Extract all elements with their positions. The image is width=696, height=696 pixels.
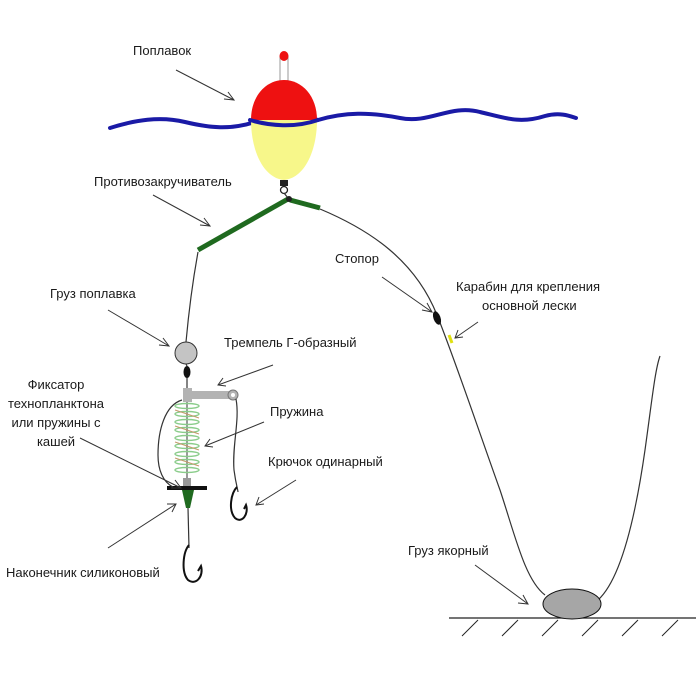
spring-coil xyxy=(174,458,200,466)
anchor-return-line xyxy=(597,355,661,601)
spring-coil xyxy=(174,402,200,410)
spring-coil-accent xyxy=(174,409,200,419)
line-to-float-weight xyxy=(185,251,199,343)
spring-coil xyxy=(174,450,200,458)
anti-twist-tube xyxy=(196,196,290,253)
label-stopper: Стопор xyxy=(335,251,379,266)
label-spring: Пружина xyxy=(270,404,324,419)
label-single-hook: Крючок одинарный xyxy=(268,454,383,469)
ground-hatch xyxy=(461,619,479,637)
pointer-anti-twist xyxy=(152,194,211,227)
pointer-float-weight xyxy=(107,309,170,347)
float-weight xyxy=(174,341,198,365)
ground xyxy=(449,617,696,637)
pointer-anchor-weight xyxy=(474,564,529,605)
line-weight-to-bead xyxy=(185,363,188,367)
label-carabiner-1: Карабин для крепления xyxy=(456,279,600,294)
ground-hatch xyxy=(541,619,559,637)
carabiner xyxy=(447,334,454,344)
trempel xyxy=(183,388,239,402)
trempel-eye-hole xyxy=(231,393,235,397)
bead xyxy=(183,366,191,378)
pointer-trempel-head xyxy=(217,377,227,387)
pointer-single-hook xyxy=(255,479,297,506)
spring-coil xyxy=(174,418,200,426)
label-trempel: Тремпель Г-образный xyxy=(224,335,357,350)
label-fixer-2: технопланктона xyxy=(8,396,105,411)
water-surface-front xyxy=(248,108,578,128)
label-anti-twist: Противозакручиватель xyxy=(94,174,232,189)
float-antenna-tip xyxy=(279,51,289,61)
stopper xyxy=(432,311,442,325)
label-fixer-4: кашей xyxy=(37,434,75,449)
anti-twist-joint xyxy=(286,196,292,202)
spring-coil-accent xyxy=(174,441,200,451)
spring-coil xyxy=(174,426,200,434)
pointer-single-hook-head xyxy=(255,496,265,506)
pointer-float xyxy=(175,69,235,101)
label-fixer-1: Фиксатор xyxy=(28,377,85,392)
ground-hatch xyxy=(621,619,639,637)
spring xyxy=(174,402,200,478)
trempel-arm-horizontal xyxy=(183,391,233,399)
label-fixer-3: или пружины с xyxy=(11,415,101,430)
label-float-weight: Груз поплавка xyxy=(50,286,136,301)
anti-twist-tail xyxy=(289,197,321,211)
float-body-top xyxy=(251,80,317,120)
hook-leash xyxy=(233,398,239,493)
single-hook xyxy=(229,486,248,521)
label-float: Поплавок xyxy=(133,43,191,58)
ground-hatch xyxy=(581,619,599,637)
float-body-bottom xyxy=(251,120,317,180)
pointer-trempel xyxy=(217,364,274,386)
anti-twist xyxy=(196,196,321,253)
silicone-tip xyxy=(182,490,194,508)
float-eyelet xyxy=(280,180,288,186)
pointer-stopper xyxy=(381,276,433,313)
spring-coil-accent xyxy=(174,425,200,435)
pointer-silicone-tip-head xyxy=(167,503,177,513)
anchor-weight xyxy=(542,588,602,620)
spring-coil xyxy=(174,466,200,474)
label-carabiner-2: основной лески xyxy=(482,298,577,313)
spring-coil-accent xyxy=(174,457,200,467)
pointer-carabiner-head xyxy=(454,329,464,339)
spring-coil xyxy=(174,442,200,450)
pointer-carabiner xyxy=(454,321,479,339)
pointer-fixer-head xyxy=(171,479,182,489)
spring-coil xyxy=(174,434,200,442)
main-line xyxy=(319,208,546,596)
pointer-stopper-head xyxy=(421,302,433,313)
ground-hatch xyxy=(661,619,679,637)
tip-leash xyxy=(187,507,190,549)
float-ring xyxy=(279,185,289,195)
pointer-spring xyxy=(204,421,265,447)
pointer-float-weight-head xyxy=(158,337,171,347)
lower-hook xyxy=(182,544,203,583)
fixer-bar xyxy=(167,486,207,490)
pointer-spring-head xyxy=(204,438,214,448)
label-silicone-tip: Наконечник силиконовый xyxy=(6,565,160,580)
pointer-anchor-weight-head xyxy=(517,594,529,605)
spring-coil xyxy=(174,410,200,418)
pointer-float-head xyxy=(223,91,236,101)
pointer-anti-twist-head xyxy=(199,217,212,227)
float xyxy=(251,51,317,195)
label-anchor-weight: Груз якорный xyxy=(408,543,489,558)
pointer-silicone-tip xyxy=(107,503,177,549)
ground-hatch xyxy=(501,619,519,637)
pointer-fixer xyxy=(79,437,182,489)
spring-stopper xyxy=(183,478,191,486)
